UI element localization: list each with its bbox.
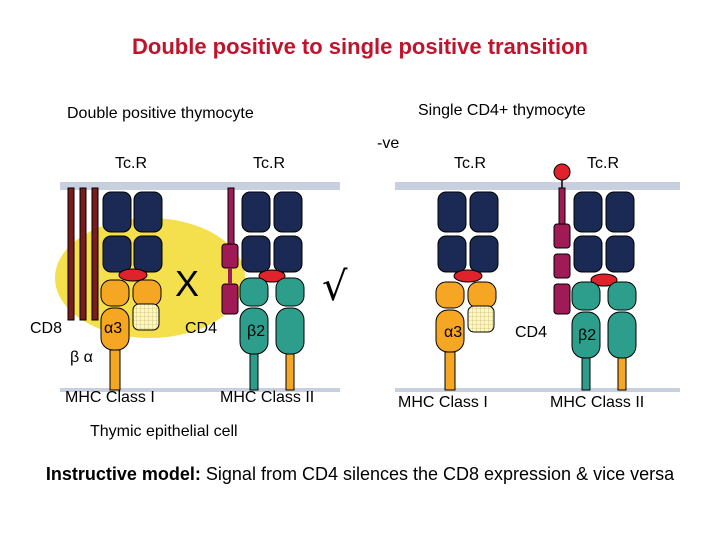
mhc-label: MHC Class I [65,389,155,406]
tcr-domain [605,191,635,233]
caption: Instructive model: Signal from CD4 silen… [40,462,680,487]
caption-bold: Instructive model: [45,464,201,484]
tcr-domain [273,235,303,273]
beta2-microglobulin [132,303,160,331]
tcr-domain [133,235,163,273]
tcr-domain [573,191,603,233]
cd8-stalk [91,187,99,321]
cd8-label: CD8 [30,320,62,337]
complex-mhc-class-ii-right [553,163,637,391]
cd4-stalk [227,187,235,245]
alpha3-label: α3 [444,324,462,341]
tcr-domain [133,191,163,233]
peptide [453,269,483,283]
cd4-domain [221,243,239,269]
cd4-link [228,268,232,284]
mhc-ii-domain [275,307,305,355]
caption-text: Signal from CD4 silences the CD8 express… [200,464,675,484]
alpha3-label: α3 [104,320,122,337]
tcr-domain [102,191,132,233]
mhc-stalk [109,349,121,391]
beta-alpha-label: β α [70,349,93,366]
beta2-label: β2 [578,327,596,344]
cd4-domain [553,253,571,279]
page-title: Double positive to single positive trans… [132,34,588,59]
epithelial-cell-label: Thymic epithelial cell [90,423,238,440]
complex-mhc-class-i-left [67,187,163,391]
tcr-domain [437,191,467,233]
cd8-stalk [79,187,87,321]
beta2-microglobulin [467,305,495,333]
tcr-label: Tc.R [454,155,486,172]
tcr-domain [241,191,271,233]
tcr-domain [469,191,499,233]
mhc-stalk [581,357,591,391]
tcr-domain [102,235,132,273]
reject-mark: X [175,263,199,304]
mhc-stalk [249,353,259,391]
thymocyte-membrane-right [395,182,680,190]
mhc-label: MHC Class II [550,394,644,411]
mhc-ii-domain [607,281,637,311]
mhc-alpha2 [467,281,497,309]
mhc-label: MHC Class I [398,394,488,411]
mhc-alpha1 [100,279,130,307]
left-heading: Double positive thymocyte [67,105,254,122]
peptide [118,268,148,282]
cd4-label: CD4 [185,320,217,337]
mhc-ii-domain [239,277,269,307]
mhc-stalk [285,353,295,391]
cd4-stalk [558,187,566,225]
mhc-label: MHC Class II [220,389,314,406]
tcr-domain [241,235,271,273]
mhc-alpha2 [132,279,162,307]
cd4-domain [221,283,239,315]
mhc-stalk [617,357,627,391]
mhc-ii-domain [607,311,637,359]
accept-mark: √ [322,264,348,310]
thymocyte-membrane-left [60,182,340,190]
tcr-domain [437,235,467,273]
tcr-domain [273,191,303,233]
tcr-domain [469,235,499,273]
mhc-ii-domain [275,277,305,307]
negative-signal-label: -ve [377,135,399,152]
cd4-label: CD4 [515,324,547,341]
complex-mhc-class-i-right [435,191,499,391]
peptide [258,269,286,283]
cd4-domain [553,223,571,249]
peptide [590,273,618,287]
cd4-domain [553,283,571,315]
complex-mhc-class-ii-left [221,187,305,391]
tcr-domain [573,235,603,273]
beta2-label: β2 [247,323,265,340]
tcr-label: Tc.R [587,155,619,172]
tcr-label: Tc.R [253,155,285,172]
tcr-label: Tc.R [115,155,147,172]
tcr-domain [605,235,635,273]
right-heading: Single CD4+ thymocyte [418,102,586,119]
mhc-stalk [444,351,456,391]
cd8-stalk [67,187,75,321]
mhc-alpha1 [435,281,465,309]
mhc-ii-domain [571,281,601,311]
lck-signal-icon [553,163,571,181]
